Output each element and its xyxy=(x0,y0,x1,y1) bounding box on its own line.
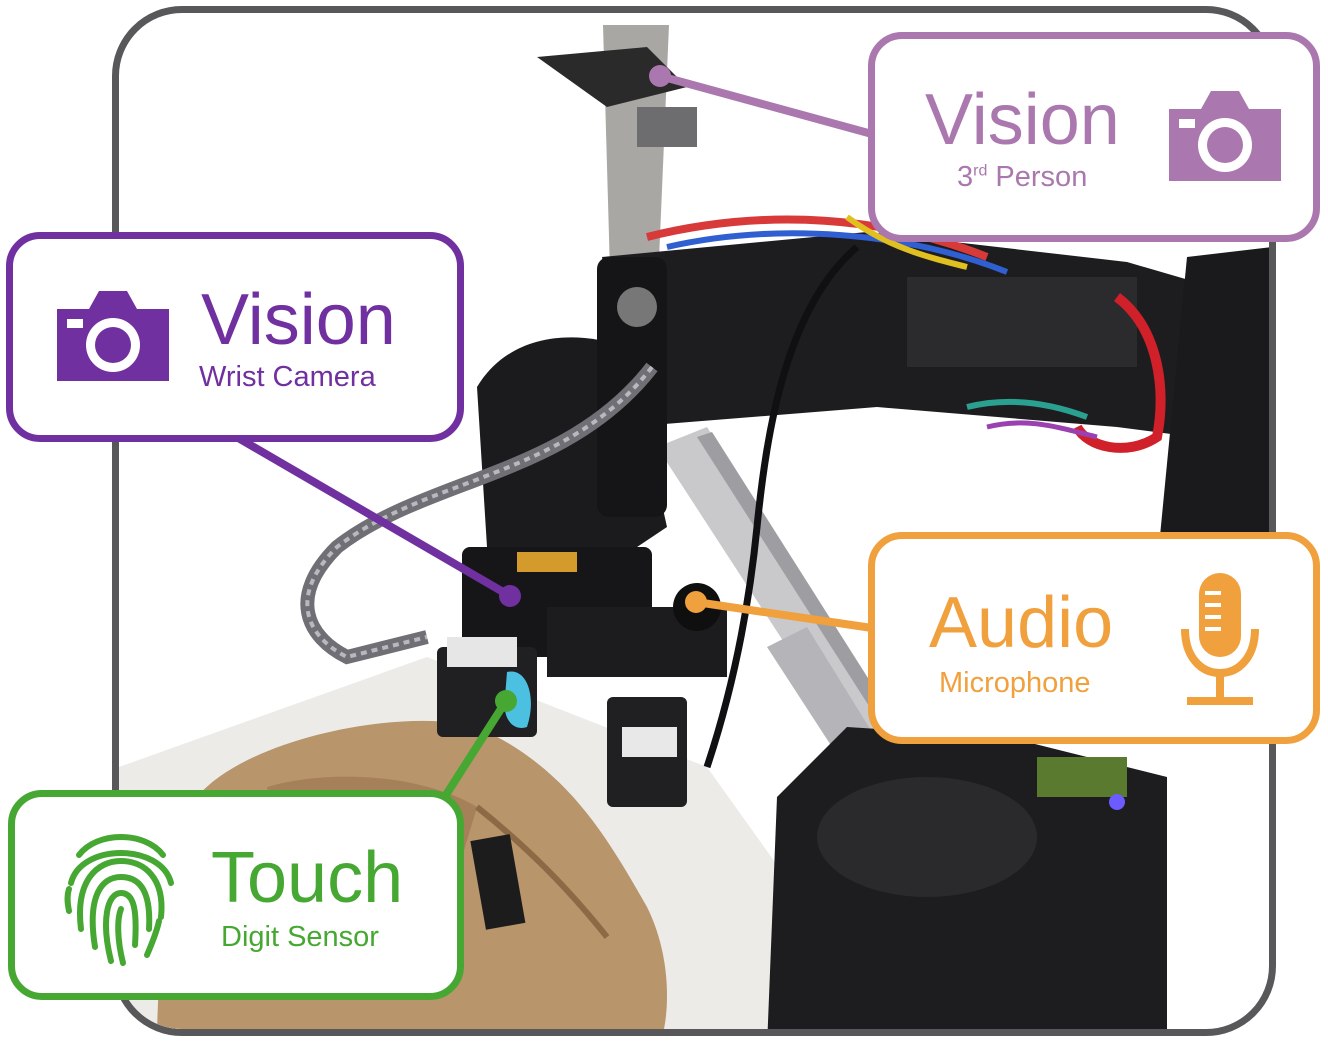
anchor-vision-third xyxy=(649,65,671,87)
anchor-touch xyxy=(495,690,517,712)
fingerprint-icon xyxy=(64,834,174,966)
label-title: Audio xyxy=(929,583,1114,663)
anchor-audio xyxy=(685,591,707,613)
camera-icon xyxy=(1169,91,1281,181)
connector-vision-wrist xyxy=(225,428,513,600)
camera-icon xyxy=(57,291,169,381)
label-audio-microphone: Audio Microphone xyxy=(868,532,1320,744)
label-subtitle: Wrist Camera xyxy=(199,361,376,393)
label-title: Touch xyxy=(211,838,404,918)
label-subtitle: 3rd Person xyxy=(957,161,1088,193)
anchor-vision-wrist xyxy=(499,585,521,607)
label-touch-digit-sensor: Touch Digit Sensor xyxy=(8,790,464,1000)
label-subtitle: Microphone xyxy=(939,667,1091,699)
microphone-icon xyxy=(1181,573,1259,705)
connector-vision-third xyxy=(658,72,874,138)
label-vision-third-person: Vision 3rd Person xyxy=(868,32,1320,242)
label-title: Vision xyxy=(201,280,396,360)
connector-touch xyxy=(440,698,510,801)
label-subtitle: Digit Sensor xyxy=(221,921,379,953)
label-vision-wrist-camera: Vision Wrist Camera xyxy=(6,232,464,442)
connector-audio xyxy=(695,598,873,632)
label-title: Vision xyxy=(925,80,1120,160)
